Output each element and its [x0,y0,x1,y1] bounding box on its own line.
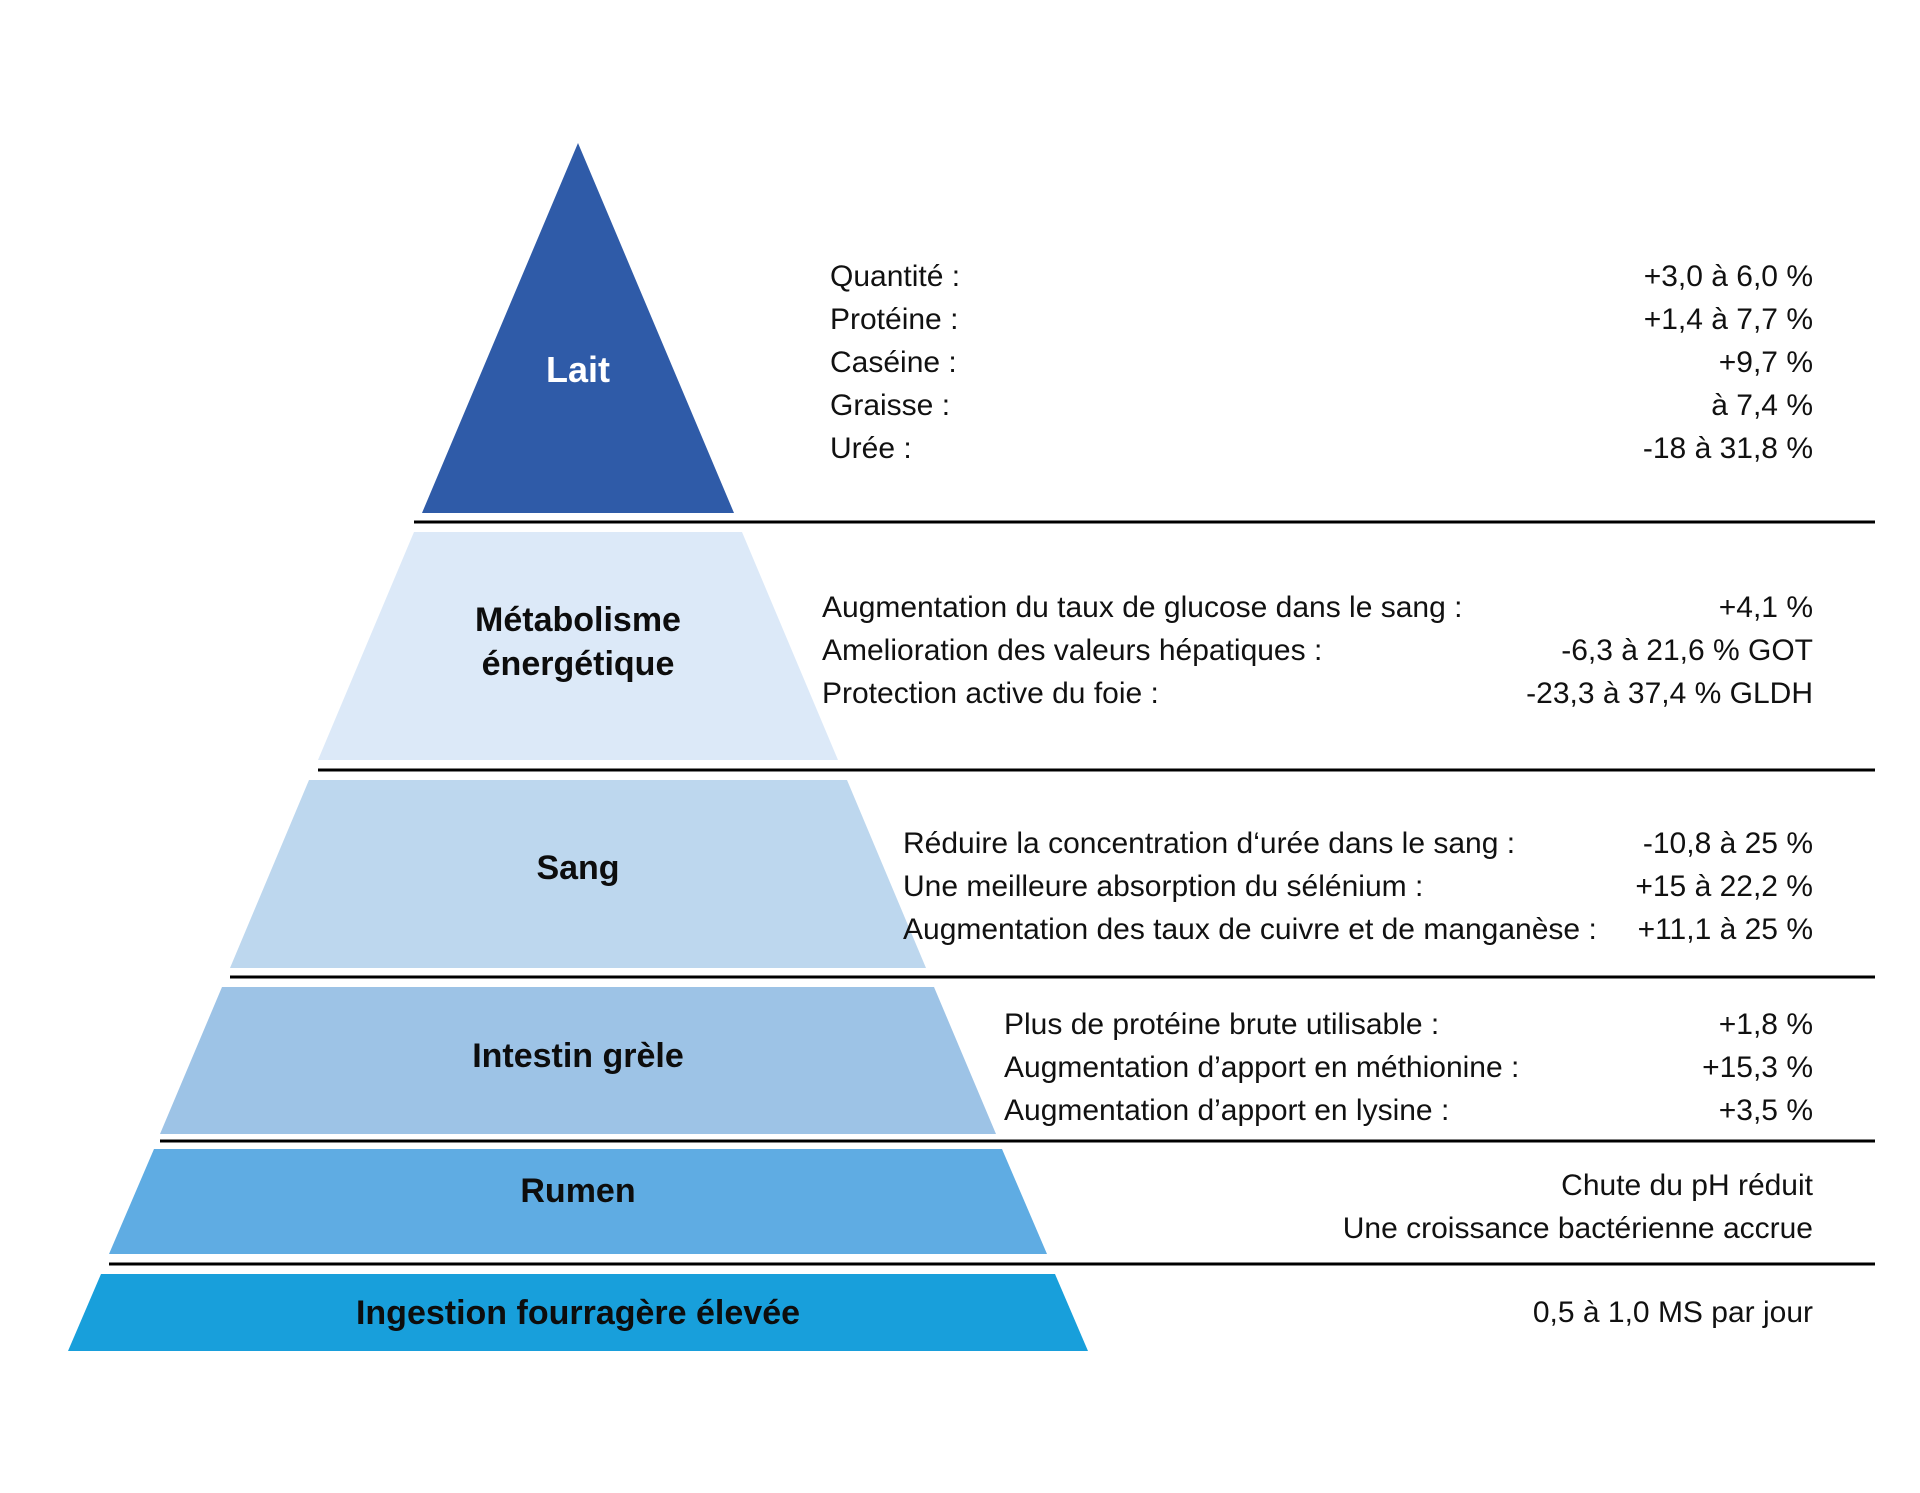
annotation-row: Urée : -18 à 31,8 % [830,427,1813,470]
level-metabolisme-shape [318,532,838,760]
annotation-value: -10,8 à 25 % [1642,827,1813,860]
annotations-sang: Réduire la concentration d‘urée dans le … [903,822,1813,951]
level-rumen-label: Rumen [520,1172,636,1210]
annotation-row: Augmentation d’apport en méthionine : +1… [1004,1046,1813,1089]
annotation-row: Une meilleure absorption du sélénium : +… [903,865,1813,908]
annotation-label: Augmentation des taux de cuivre et de ma… [903,913,1597,946]
annotation-value: +1,4 à 7,7 % [1643,303,1813,336]
annotation-value: +4,1 % [1718,591,1813,624]
level-ingestion-label: Ingestion fourragère élevée [355,1294,801,1332]
annotation-label: Une meilleure absorption du sélénium : [903,870,1424,903]
level-lait-shape [422,143,734,513]
level-lait-label: Lait [545,349,610,390]
annotation-row: Quantité : +3,0 à 6,0 % [830,255,1813,298]
annotation-label: Augmentation du taux de glucose dans le … [822,591,1463,624]
level-ingestion-shape [68,1274,1088,1351]
annotation-line: Une croissance bactérienne accrue [1342,1212,1813,1245]
annotation-value: +15,3 % [1702,1051,1813,1084]
annotation-label: Protection active du foie : [822,677,1159,710]
annotation-value: +3,0 à 6,0 % [1643,260,1813,293]
annotation-label: Graisse : [830,389,951,422]
annotations-lait: Quantité : +3,0 à 6,0 % Protéine : +1,4 … [830,255,1813,470]
annotation-row: Plus de protéine brute utilisable : +1,8… [1004,1003,1813,1046]
annotation-value: +9,7 % [1718,346,1813,379]
level-intestin-label: Intestin grèle [472,1037,684,1075]
level-intestin-shape [160,987,996,1134]
annotation-row: Graisse : à 7,4 % [830,384,1813,427]
annotation-value: +15 à 22,2 % [1635,870,1813,903]
level-metabolisme-label-line2: énergétique [481,645,675,683]
annotation-label: Urée : [830,432,912,465]
annotation-label: Protéine : [830,303,959,336]
annotation-row: Protection active du foie : -23,3 à 37,4… [822,672,1813,715]
annotation-row: Augmentation des taux de cuivre et de ma… [903,908,1813,951]
annotation-row: Augmentation du taux de glucose dans le … [822,586,1813,629]
annotations-intestin: Plus de protéine brute utilisable : +1,8… [1004,1003,1813,1132]
annotation-line: 0,5 à 1,0 MS par jour [1532,1296,1813,1329]
annotation-row: Caséine : +9,7 % [830,341,1813,384]
level-sang-shape [230,780,926,968]
annotation-label: Caséine : [830,346,957,379]
annotation-value: -18 à 31,8 % [1642,432,1813,465]
annotation-value: +1,8 % [1718,1008,1813,1041]
annotations-rumen: Chute du pH réduit Une croissance bactér… [1113,1164,1813,1250]
annotation-row: Réduire la concentration d‘urée dans le … [903,822,1813,865]
annotation-row: Amelioration des valeurs hépatiques : -6… [822,629,1813,672]
level-metabolisme-label-line1: Métabolisme [475,601,681,639]
annotations-metabolisme: Augmentation du taux de glucose dans le … [822,586,1813,715]
annotation-label: Réduire la concentration d‘urée dans le … [903,827,1516,860]
annotation-value: -6,3 à 21,6 % GOT [1561,634,1813,667]
annotation-line: Chute du pH réduit [1561,1169,1813,1202]
annotation-row: Protéine : +1,4 à 7,7 % [830,298,1813,341]
annotation-row: Augmentation d’apport en lysine : +3,5 % [1004,1089,1813,1132]
annotation-value: à 7,4 % [1711,389,1813,422]
annotation-label: Augmentation d’apport en méthionine : [1004,1051,1520,1084]
level-sang-label: Sang [536,849,620,887]
annotation-value: +3,5 % [1718,1094,1813,1127]
annotation-label: Augmentation d’apport en lysine : [1004,1094,1450,1127]
annotation-label: Amelioration des valeurs hépatiques : [822,634,1323,667]
annotation-value: +11,1 à 25 % [1637,913,1813,946]
annotations-ingestion: 0,5 à 1,0 MS par jour [1113,1291,1813,1334]
annotation-label: Plus de protéine brute utilisable : [1004,1008,1440,1041]
level-metabolisme-label: Métabolisme énergétique [378,598,778,686]
annotation-label: Quantité : [830,260,961,293]
annotation-value: -23,3 à 37,4 % GLDH [1526,677,1813,710]
level-rumen-shape [109,1149,1047,1254]
